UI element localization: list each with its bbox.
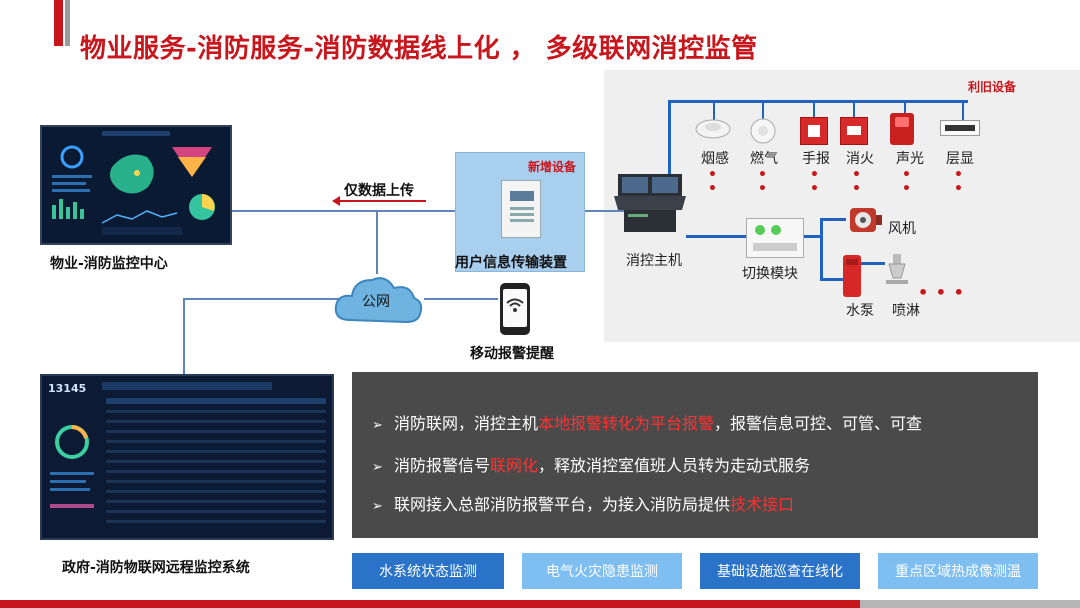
link-to-cloud: [376, 212, 378, 274]
slide-title: 物业服务-消防服务-消防数据线上化 ， 多级联网消控监管: [80, 34, 758, 64]
tag-water-system[interactable]: 水系统状态监测: [352, 553, 504, 589]
wire-drop: [904, 100, 906, 115]
bullet-item: ➢ 联网接入总部消防报警平台，为接入消防局提供技术接口: [372, 491, 794, 515]
bullet-item: ➢ 消防报警信号联网化，释放消控室值班人员转为走动式服务: [372, 452, 810, 476]
key-points-panel: ➢ 消防联网，消控主机本地报警转化为平台报警，报警信息可控、可管、可查 ➢ 消防报警…: [352, 372, 1038, 538]
control-host-icon: [612, 172, 688, 234]
wire-detector-bus: [668, 100, 968, 103]
bullet-highlight: 联网化: [490, 456, 539, 475]
bullet-text: 消防联网，消控主机: [394, 414, 539, 433]
upload-label: 仅数据上传: [344, 183, 414, 199]
bullet-text: 联网接入总部消防报警平台，为接入消防局提供: [394, 495, 731, 514]
switch-module-label: 切换模块: [742, 266, 798, 282]
fan-label: 风机: [888, 221, 916, 237]
more-devices-dots: • • •: [918, 283, 965, 302]
new-device-label: 新增设备: [528, 160, 577, 174]
device-label: 手报: [802, 151, 830, 167]
wire-drop: [762, 100, 764, 122]
wire-drop: [962, 100, 964, 120]
tag-electrical-fire[interactable]: 电气火灾隐患监测: [522, 553, 682, 589]
gas-detector-icon: [746, 118, 780, 144]
status-dots: ••: [902, 167, 912, 197]
public-network-label: 公网: [362, 294, 390, 310]
status-dots: ••: [810, 167, 820, 197]
footer-grey-bar: [860, 600, 1080, 608]
bullet-item: ➢ 消防联网，消控主机本地报警转化为平台报警，报警信息可控、可管、可查: [372, 410, 922, 434]
fan-icon: [846, 205, 884, 235]
link-transmission-host: [585, 210, 625, 212]
gov-screen-count: 13145: [48, 382, 87, 395]
control-host-label: 消控主机: [626, 253, 682, 269]
device-label: 烟感: [701, 151, 729, 167]
pump-label: 水泵: [846, 303, 874, 319]
wire-drop: [713, 100, 715, 122]
transmission-device-label: 用户信息传输装置: [455, 255, 567, 271]
tag-infrastructure-patrol[interactable]: 基础设施巡查在线化: [700, 553, 860, 589]
status-dots: ••: [758, 167, 768, 197]
footer-red-bar: [0, 600, 860, 608]
wire-to-fan: [820, 218, 846, 221]
device-label: 消火: [846, 151, 874, 167]
arrow-bullet-icon: ➢: [372, 418, 383, 433]
title-accent-bar: [54, 0, 63, 46]
bullet-text: ，释放消控室值班人员转为走动式服务: [538, 456, 811, 475]
legacy-devices-panel: [604, 70, 1080, 342]
arrow-bullet-icon: ➢: [372, 499, 383, 514]
status-dots: ••: [954, 167, 964, 197]
bullet-highlight: 技术接口: [730, 495, 795, 514]
mobile-phone-icon: [500, 283, 530, 335]
status-dots: ••: [708, 167, 718, 197]
link-cloud-mobile: [424, 298, 498, 300]
wifi-icon: [506, 298, 524, 312]
property-center-label: 物业-消防监控中心: [50, 256, 168, 272]
gov-monitoring-screen: 13145: [40, 374, 334, 540]
arrow-bullet-icon: ➢: [372, 460, 383, 475]
manual-alarm-icon: [800, 117, 828, 145]
upload-arrow-line: [336, 200, 426, 202]
switch-module-icon: [746, 218, 804, 258]
link-gov-down: [183, 298, 185, 374]
wire-to-pump: [820, 278, 844, 281]
hydrant-button-icon: [840, 117, 868, 145]
device-label: 燃气: [750, 151, 778, 167]
legacy-devices-label: 利旧设备: [968, 80, 1017, 94]
upload-arrow-head-icon: [332, 196, 340, 206]
floor-display-icon: [940, 120, 980, 136]
sprinkler-icon: [884, 254, 910, 290]
wire-switch-out: [804, 235, 822, 238]
gov-system-label: 政府-消防物联网远程监控系统: [62, 560, 250, 576]
title-accent-bar-secondary: [65, 0, 70, 46]
wire-drop: [813, 100, 815, 118]
strobe-siren-icon: [890, 113, 914, 145]
wire-drop: [853, 100, 855, 118]
mobile-alarm-label: 移动报警提醒: [470, 346, 554, 362]
wire-switch-vertical: [820, 218, 823, 280]
wire-to-sprinkler: [855, 262, 885, 265]
property-monitoring-screen: [40, 125, 232, 245]
bullet-text: ，报警信息可控、可管、可查: [714, 414, 923, 433]
gov-dashboard-visual: [50, 382, 326, 523]
device-label: 层显: [946, 151, 974, 167]
dashboard-visual: [42, 127, 230, 243]
tag-thermal-imaging[interactable]: 重点区域热成像测温: [878, 553, 1038, 589]
bullet-highlight: 本地报警转化为平台报警: [538, 414, 715, 433]
status-dots: ••: [852, 167, 862, 197]
smoke-detector-icon: [694, 118, 732, 140]
wire-host-switch: [686, 235, 746, 238]
link-cloud-gov: [183, 298, 343, 300]
water-pump-icon: [843, 255, 861, 297]
transmission-device-icon: [501, 180, 541, 238]
device-label: 声光: [896, 151, 924, 167]
sprinkler-label: 喷淋: [892, 303, 920, 319]
bullet-text: 消防报警信号: [394, 456, 491, 475]
wire-host-up: [668, 100, 671, 215]
link-center-transmission: [232, 210, 456, 212]
public-network-cloud-icon: [330, 266, 426, 330]
